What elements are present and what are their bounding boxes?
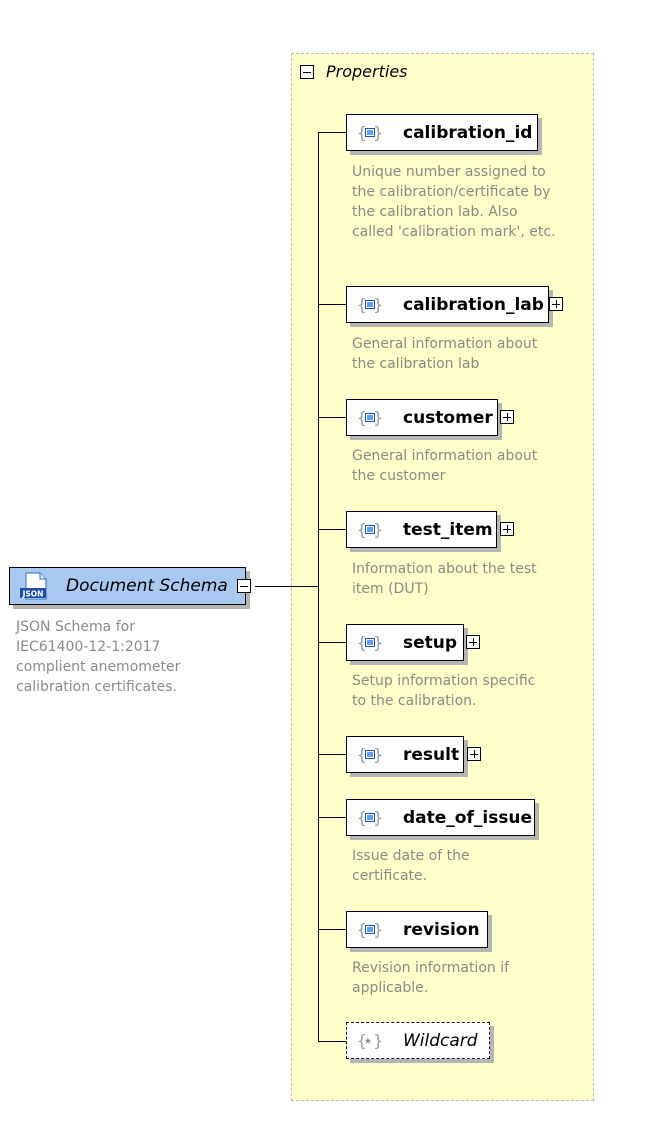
object-icon: {} <box>357 520 383 539</box>
object-icon: {} <box>357 123 383 142</box>
connector-branch <box>318 1041 347 1042</box>
expand-calibration-lab-button[interactable] <box>549 297 563 311</box>
svg-text:JSON: JSON <box>22 590 44 599</box>
object-icon: {} <box>357 920 383 939</box>
property-node-revision[interactable]: {} revision <box>346 911 488 948</box>
connector-branch <box>318 132 347 133</box>
collapse-properties-button[interactable] <box>300 65 314 79</box>
properties-group-label: Properties <box>326 62 408 81</box>
property-description: Unique number assigned to the calibratio… <box>352 164 556 240</box>
connector-branch <box>318 754 347 755</box>
property-node-date-of-issue[interactable]: {} date_of_issue <box>346 799 535 836</box>
property-node-result[interactable]: {} result <box>346 736 464 773</box>
property-label: revision <box>403 920 480 940</box>
root-node[interactable]: JSON Document Schema <box>9 567 246 605</box>
property-node-customer[interactable]: {} customer <box>346 399 498 436</box>
object-icon: {} <box>357 808 383 827</box>
property-label: setup <box>403 633 458 653</box>
property-node-setup[interactable]: {} setup <box>346 624 464 661</box>
property-node-test-item[interactable]: {} test_item <box>346 511 497 548</box>
object-icon: {} <box>357 295 383 314</box>
connector-root <box>255 586 319 587</box>
property-description: Issue date of the certificate. <box>352 848 470 884</box>
root-description: JSON Schema for IEC61400-12-1:2017 compl… <box>16 619 181 695</box>
property-description: General information about the customer <box>352 448 538 484</box>
property-label: calibration_lab <box>403 295 544 315</box>
property-description: Information about the test item (DUT) <box>352 561 537 597</box>
property-label: customer <box>403 408 493 428</box>
expand-setup-button[interactable] <box>466 635 480 649</box>
property-label: result <box>403 745 460 765</box>
expand-result-button[interactable] <box>467 747 481 761</box>
connector-branch <box>318 929 347 930</box>
property-node-calibration-lab[interactable]: {} calibration_lab <box>346 286 549 323</box>
expand-test-item-button[interactable] <box>500 522 514 536</box>
property-label: calibration_id <box>403 123 533 143</box>
property-description: General information about the calibratio… <box>352 336 538 372</box>
property-description: Revision information if applicable. <box>352 960 510 996</box>
wildcard-star-icon: {★} <box>357 1031 383 1050</box>
collapse-root-button[interactable] <box>237 579 251 593</box>
root-label: Document Schema <box>66 576 228 596</box>
expand-customer-button[interactable] <box>500 410 514 424</box>
property-node-calibration-id[interactable]: {} calibration_id <box>346 114 538 151</box>
wildcard-node[interactable]: {★} Wildcard <box>346 1022 490 1059</box>
property-description: Setup information specific to the calibr… <box>352 673 536 709</box>
object-icon: {} <box>357 408 383 427</box>
object-icon: {} <box>357 745 383 764</box>
connector-branch <box>318 529 347 530</box>
connector-branch <box>318 417 347 418</box>
wildcard-label: Wildcard <box>403 1031 478 1051</box>
connector-branch <box>318 817 347 818</box>
connector-branch <box>318 642 347 643</box>
connector-branch <box>318 304 347 305</box>
object-icon: {} <box>357 633 383 652</box>
connector-vertical <box>318 132 319 1042</box>
json-file-icon: JSON <box>20 572 47 600</box>
property-label: date_of_issue <box>403 808 533 828</box>
property-label: test_item <box>403 520 493 540</box>
